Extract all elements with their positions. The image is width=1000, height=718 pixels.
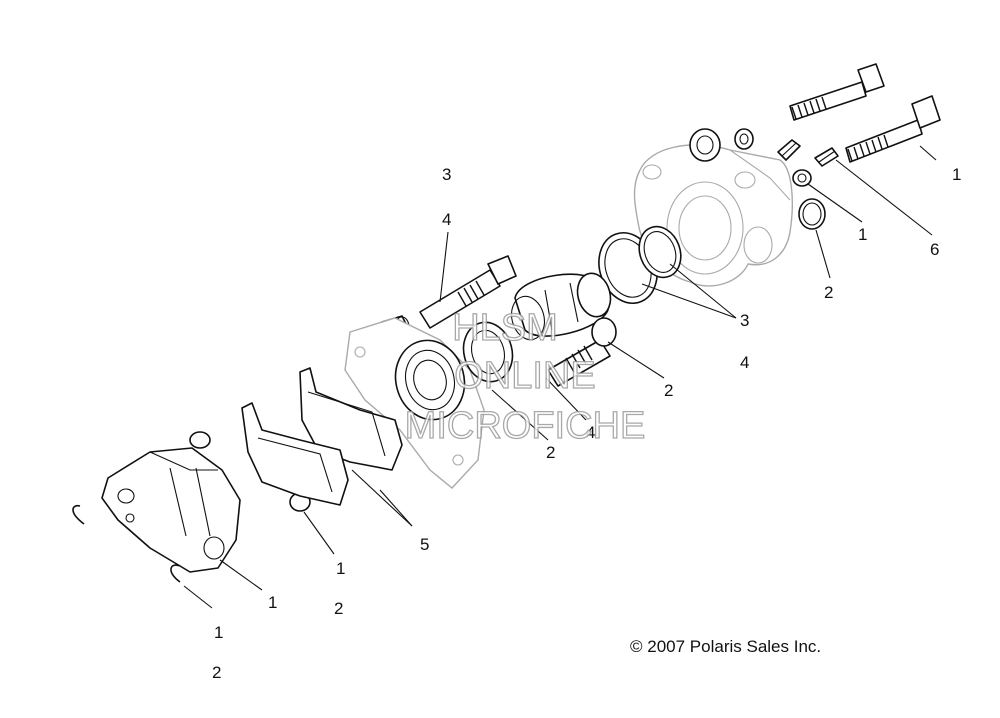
caliper-piston xyxy=(510,272,612,341)
callout-2-oring: 2 xyxy=(824,283,833,302)
callout-4-seals: 4 xyxy=(740,353,749,372)
washer-top-left xyxy=(689,128,721,162)
callout-1-circlip: 1 xyxy=(214,623,223,642)
callout-1-washer: 1 xyxy=(858,225,867,244)
oring-right xyxy=(798,198,826,230)
callout-5-pads: 5 xyxy=(420,535,429,554)
callout-2-center: 2 xyxy=(546,443,555,462)
callout-4-top: 4 xyxy=(442,210,451,229)
slide-pin-upper xyxy=(419,255,517,329)
bleeder-valve-lower xyxy=(814,147,839,167)
bushing-left-small xyxy=(189,431,211,449)
caliper-bracket xyxy=(101,447,241,573)
callout-2-circlip: 2 xyxy=(212,663,221,682)
washer-top-small xyxy=(734,128,754,150)
washer-right-small xyxy=(792,169,812,187)
watermark-line-2: ONLINE xyxy=(454,355,595,397)
callout-1-bolt: 1 xyxy=(952,165,961,184)
watermark-line-3: MICROFICHE xyxy=(405,405,646,447)
bolt-upper xyxy=(789,63,885,121)
brake-pad-inner xyxy=(241,402,349,506)
watermark: HLSM ONLINE MICROFICHE xyxy=(404,306,646,447)
copyright-notice: © 2007 Polaris Sales Inc. xyxy=(630,637,821,656)
callout-2-pin: 2 xyxy=(664,381,673,400)
brake-pad-outer xyxy=(299,367,403,471)
circlip-left xyxy=(72,504,85,525)
callout-3-top: 3 xyxy=(442,165,451,184)
callout-1-bushing: 1 xyxy=(336,559,345,578)
slide-pin-lower xyxy=(547,317,617,387)
bleeder-valve-upper xyxy=(777,139,801,161)
callout-6-bleeder: 6 xyxy=(930,240,939,259)
callout-3-seals: 3 xyxy=(740,311,749,330)
callout-4-center: 4 xyxy=(586,423,595,442)
watermark-line-1: HLSM xyxy=(452,307,558,349)
callout-2-bushing: 2 xyxy=(334,599,343,618)
bolt-lower xyxy=(845,95,941,163)
callout-1-bracket: 1 xyxy=(268,593,277,612)
piston-inner xyxy=(462,321,514,383)
piston-boot xyxy=(394,339,466,421)
circlip-bottom xyxy=(170,564,181,583)
leader-lines xyxy=(183,145,937,609)
